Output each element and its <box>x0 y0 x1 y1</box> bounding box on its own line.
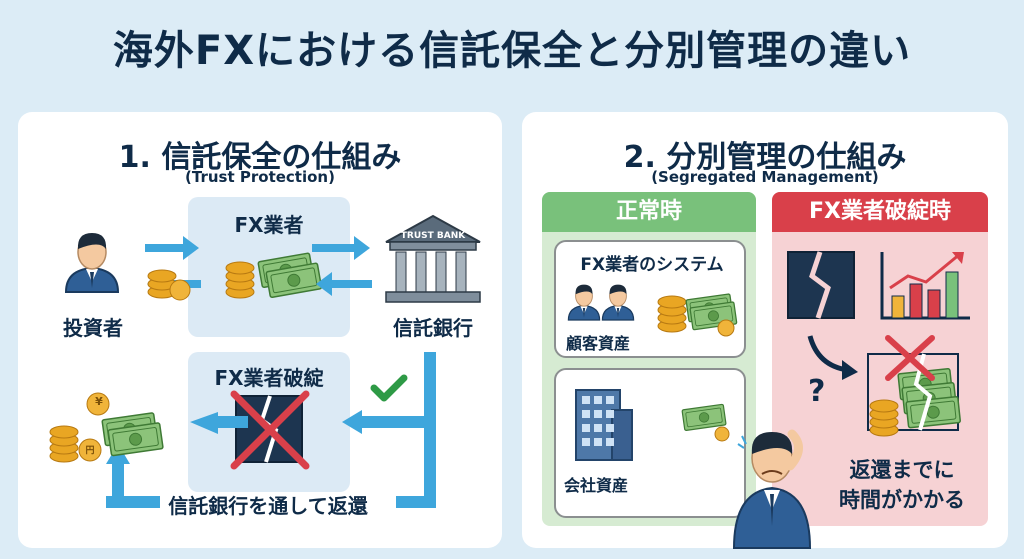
fx-broker-label: FX業者 <box>234 213 304 237</box>
investor-label: 投資者 <box>63 316 123 340</box>
trust-protection-panel: 1. 信託保全の仕組み (Trust Protection) FX業者 投資者 … <box>18 112 502 548</box>
normal-header: 正常時 <box>542 192 756 232</box>
company-money-icon <box>681 403 730 442</box>
panel2-title: 2. 分別管理の仕組み <box>623 140 907 175</box>
broken-money-icon <box>867 335 962 437</box>
investor-coins-icon <box>147 269 191 301</box>
panel1-subtitle: (Trust Protection) <box>185 168 335 186</box>
broken-company-icon <box>787 251 855 319</box>
client-money-icon <box>657 293 738 337</box>
broken-building-icon <box>230 390 310 470</box>
fx-bankrupt-label: FX業者破綻 <box>214 366 324 390</box>
trust-bank-icon <box>385 214 481 303</box>
office-building-icon <box>575 389 633 461</box>
delay-line2: 時間がかかる <box>839 488 965 512</box>
bankrupt-header: FX業者破綻時 <box>772 192 988 232</box>
coin-yen-symbol: ¥ <box>95 395 103 408</box>
company-assets-label: 会社資産 <box>564 476 629 495</box>
delay-line1: 返還までに <box>849 458 955 482</box>
panel2-subtitle: (Segregated Management) <box>651 168 879 186</box>
system-label: FX業者のシステム <box>580 255 724 275</box>
segregated-management-panel: 2. 分別管理の仕組み (Segregated Management) 正常時 … <box>522 112 1008 549</box>
return-path-arrows <box>106 352 436 508</box>
return-label: 信託銀行を通して返還 <box>168 494 368 518</box>
page-title: 海外FXにおける信託保全と分別管理の違い <box>112 28 912 74</box>
coin-yen-text: 円 <box>85 446 95 456</box>
trust-bank-label: 信託銀行 <box>393 316 473 340</box>
question-mark: ? <box>808 374 826 409</box>
panel1-title: 1. 信託保全の仕組み <box>118 140 402 175</box>
returned-money-icon <box>49 392 164 463</box>
arrow-down-icon <box>807 335 858 380</box>
investor-icon <box>65 232 119 293</box>
trust-bank-sign: TRUST BANK <box>400 231 466 241</box>
bankrupt-column: FX業者破綻時 <box>772 192 988 526</box>
check-icon <box>370 374 408 402</box>
worried-man-icon <box>732 429 812 549</box>
fx-to-bank-arrows <box>312 236 372 296</box>
client-assets-label: 顧客資産 <box>566 334 631 353</box>
bar-chart-up-icon <box>880 252 970 320</box>
clients-icon <box>567 284 635 321</box>
